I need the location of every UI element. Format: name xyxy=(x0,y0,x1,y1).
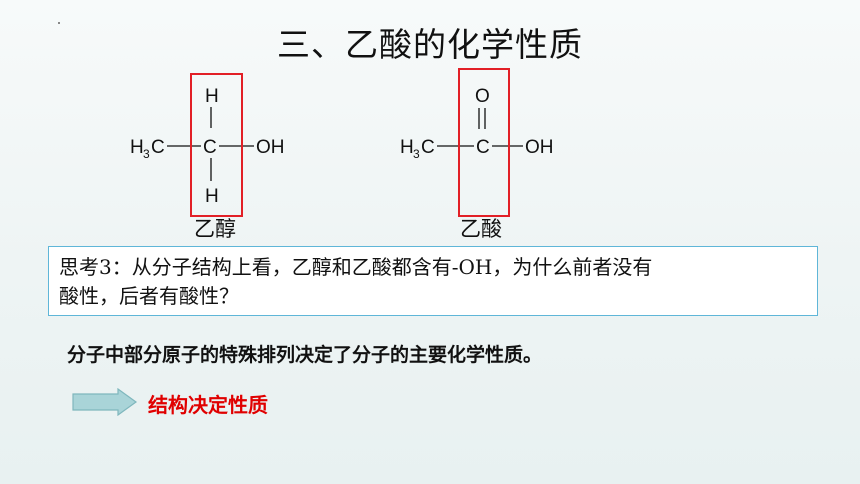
acetic-ch3-h: H xyxy=(400,137,414,158)
slide-title: 三、乙酸的化学性质 xyxy=(277,25,583,64)
ethanol-name: 乙醇 xyxy=(194,217,236,241)
question-box: 思考3：从分子结构上看，乙醇和乙酸都含有-OH，为什么前者没有 酸性，后者有酸性… xyxy=(48,246,818,316)
acetic-o-top: O xyxy=(475,86,490,107)
right-arrow-icon xyxy=(72,388,138,416)
ethanol-ch3-c: C xyxy=(151,137,165,158)
ethanol-oh: OH xyxy=(256,137,285,158)
ethanol-h-bottom: H xyxy=(205,186,219,207)
ethanol-ch3-subscript: 3 xyxy=(143,147,150,161)
acetic-ch3-c: C xyxy=(421,137,435,158)
ethanol-central-c: C xyxy=(203,137,217,158)
acetic-acid-name: 乙酸 xyxy=(460,217,502,241)
question-line-1: 思考3：从分子结构上看，乙醇和乙酸都含有-OH，为什么前者没有 xyxy=(59,255,653,279)
acetic-acid-structure: H 3 C C OH O xyxy=(400,68,554,217)
question-line-2: 酸性，后者有酸性？ xyxy=(59,284,239,308)
ethanol-ch3-h: H xyxy=(130,137,144,158)
decorative-dot xyxy=(58,22,60,24)
acetic-highlight-box xyxy=(458,68,510,217)
acetic-central-c: C xyxy=(476,137,490,158)
conclusion-text: 分子中部分原子的特殊排列决定了分子的主要化学性质。 xyxy=(67,344,543,366)
acetic-oh: OH xyxy=(525,137,554,158)
acetic-ch3-subscript: 3 xyxy=(413,147,420,161)
ethanol-highlight-box xyxy=(190,73,243,217)
result-text: 结构决定性质 xyxy=(148,393,268,417)
ethanol-structure: H 3 C C OH H H xyxy=(130,73,285,217)
ethanol-h-top: H xyxy=(205,86,219,107)
